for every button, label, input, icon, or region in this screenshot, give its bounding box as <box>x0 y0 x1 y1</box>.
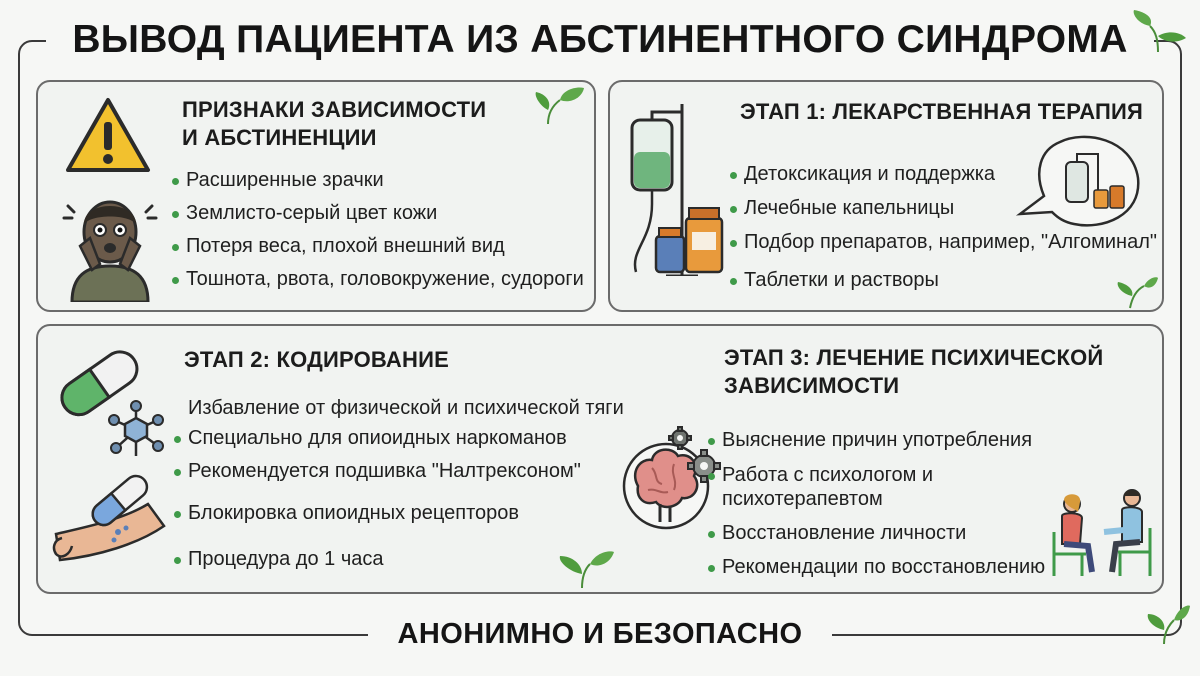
capsule-molecule-icon <box>60 350 164 456</box>
stage2-heading: ЭТАП 2: КОДИРОВАНИЕ <box>184 347 449 372</box>
leaf-icon <box>1133 10 1186 53</box>
brain-gears-icon <box>622 426 721 530</box>
list-item: Процедура до 1 часа <box>172 547 624 571</box>
stage2-stage3-panel: ЭТАП 2: КОДИРОВАНИЕ Избавление от физиче… <box>36 324 1164 594</box>
stage3-heading: ЭТАП 3: ЛЕЧЕНИЕ ПСИХИЧЕСКОЙ ЗАВИСИМОСТИ <box>724 344 1103 400</box>
stage1-panel: ЭТАП 1: ЛЕКАРСТВЕННАЯ ТЕРАПИЯ Детоксикац… <box>608 80 1164 312</box>
list-item: Рекомендуется подшивка "Налтрексоном" <box>172 459 624 483</box>
leaf-icon <box>1147 605 1190 644</box>
signs-panel: ПРИЗНАКИ ЗАВИСИМОСТИ И АБСТИНЕНЦИИ Расши… <box>36 80 596 312</box>
list-item: Выяснение причин употребления <box>706 428 1045 452</box>
iv-drip-icon <box>630 104 724 276</box>
list-item: психотерапевтом <box>722 488 883 510</box>
signs-heading-line1: ПРИЗНАКИ ЗАВИСИМОСТИ <box>182 97 487 122</box>
stage3-heading-line1: ЭТАП 3: ЛЕЧЕНИЕ ПСИХИЧЕСКОЙ <box>724 345 1104 370</box>
list-item: Лечебные капельницы <box>728 196 1157 220</box>
list-item: Детоксикация и поддержка <box>728 162 1157 186</box>
list-item: Специально для опиоидных наркоманов <box>172 426 624 450</box>
list-item: Рекомендации по восстановлению <box>706 555 1045 579</box>
arm-implant-icon <box>52 474 166 562</box>
leaf-icon <box>559 551 614 588</box>
stage2-list: Избавление от физической и психической т… <box>172 396 624 571</box>
signs-list: Расширенные зрачки Землисто-серый цвет к… <box>170 168 584 291</box>
list-item: Избавление от физической и психической т… <box>188 397 624 419</box>
signs-heading-line2: И АБСТИНЕНЦИИ <box>182 125 377 150</box>
list-item: Потеря веса, плохой внешний вид <box>170 234 584 258</box>
stage1-heading: ЭТАП 1: ЛЕКАРСТВЕННАЯ ТЕРАПИЯ <box>740 99 1144 124</box>
warning-icon <box>66 98 150 172</box>
list-item: Подбор препаратов, например, "Алгоминал" <box>728 230 1157 254</box>
title-bar: ВЫВОД ПАЦИЕНТА ИЗ АБСТИНЕНТНОГО СИНДРОМА <box>0 8 1200 72</box>
leaf-icon <box>535 87 584 125</box>
page-title: ВЫВОД ПАЦИЕНТА ИЗ АБСТИНЕНТНОГО СИНДРОМА <box>46 18 1154 62</box>
footer-slogan: АНОНИМНО И БЕЗОПАСНО <box>367 617 833 651</box>
list-item: Блокировка опиоидных рецепторов <box>172 501 624 525</box>
distressed-person-icon <box>62 200 158 302</box>
stage1-list: Детоксикация и поддержка Лечебные капель… <box>728 162 1157 292</box>
speech-bubble-drip-icon <box>1015 135 1140 227</box>
list-item: Работа с психологом и <box>706 463 1045 487</box>
stage3-list: Выяснение причин употребления Работа с п… <box>706 428 1045 579</box>
list-item: Таблетки и растворы <box>728 268 1157 292</box>
list-item: Землисто-серый цвет кожи <box>170 201 584 225</box>
signs-heading: ПРИЗНАКИ ЗАВИСИМОСТИ И АБСТИНЕНЦИИ <box>182 96 486 152</box>
list-item: Восстановление личности <box>706 521 1045 545</box>
list-item: Расширенные зрачки <box>170 168 584 192</box>
stage3-heading-line2: ЗАВИСИМОСТИ <box>724 373 900 398</box>
list-item: Тошнота, рвота, головокружение, судороги <box>170 267 584 291</box>
leaf-icon <box>1117 277 1158 309</box>
footer-bar: АНОНИМНО И БЕЗОПАСНО <box>0 606 1200 662</box>
therapy-session-icon <box>1052 489 1152 576</box>
